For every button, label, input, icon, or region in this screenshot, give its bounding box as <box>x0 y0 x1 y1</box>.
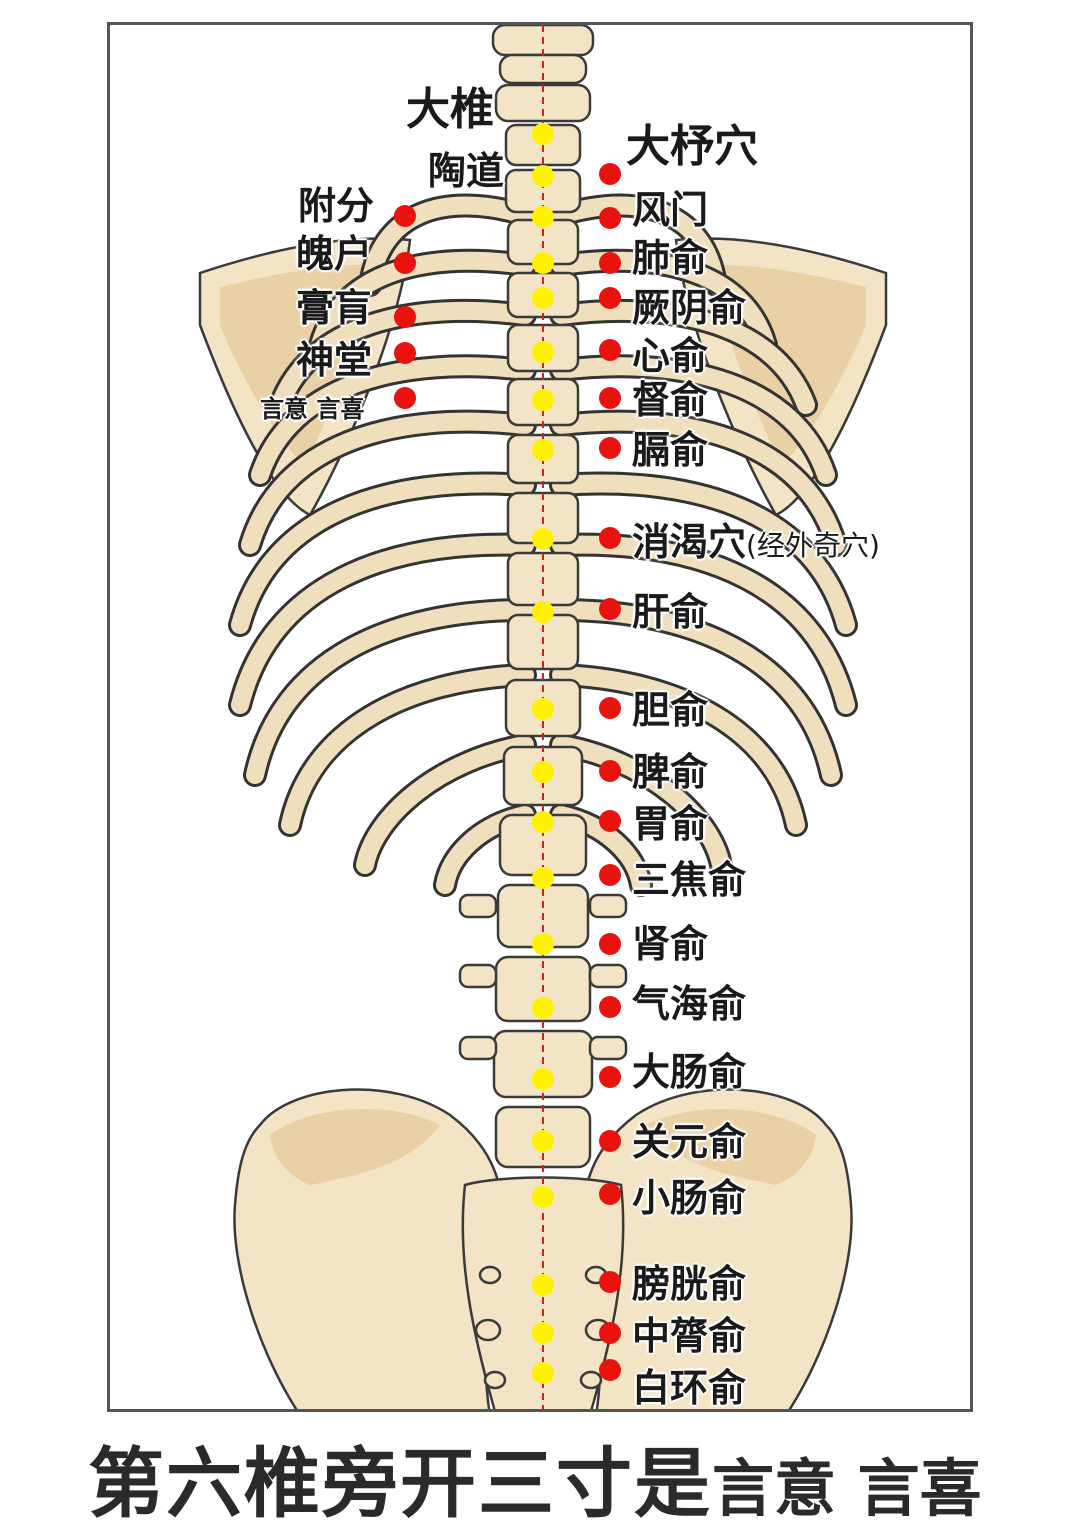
label-dazhu: 大杼穴 <box>626 121 758 172</box>
spine-point[interactable] <box>532 206 554 228</box>
label-fengmen: 风门 <box>632 188 709 232</box>
point-pangguangshu[interactable] <box>599 1271 621 1293</box>
label-danshu: 胆俞 <box>632 688 709 732</box>
label-feishu: 肺俞 <box>632 236 709 280</box>
label-zhonglvshu: 中膂俞 <box>632 1314 747 1358</box>
point-zhonglvshu[interactable] <box>599 1322 621 1344</box>
label-xiaoke-name: 消渴穴 <box>632 520 747 564</box>
point-ganshu[interactable] <box>599 598 621 620</box>
label-ganshu: 肝俞 <box>632 590 709 634</box>
label-taodao: 陶道 <box>428 149 505 193</box>
spine-point[interactable] <box>532 933 554 955</box>
spine-point[interactable] <box>532 252 554 274</box>
point-xinshu[interactable] <box>599 339 621 361</box>
point-pishu[interactable] <box>599 760 621 782</box>
point-geshu[interactable] <box>599 437 621 459</box>
spine-point[interactable] <box>532 439 554 461</box>
label-yixi: 言意 言喜 <box>260 395 365 423</box>
spine-point[interactable] <box>532 287 554 309</box>
label-shenshu: 肾俞 <box>632 922 709 966</box>
spine-point[interactable] <box>532 601 554 623</box>
spine-point[interactable] <box>532 811 554 833</box>
spine-point[interactable] <box>532 341 554 363</box>
skeleton-illustration: .bone { fill:#f3e4c6; stroke:#3a3a3a; st… <box>198 25 888 1409</box>
point-qihaishu[interactable] <box>599 996 621 1018</box>
spine-point[interactable] <box>532 165 554 187</box>
point-guanyuanshu[interactable] <box>599 1130 621 1152</box>
label-pishu: 脾俞 <box>632 750 709 794</box>
spine-point[interactable] <box>532 123 554 145</box>
label-xiaoke: 消渴穴(经外奇穴) <box>632 523 880 561</box>
diagram-frame: .bone { fill:#f3e4c6; stroke:#3a3a3a; st… <box>107 22 973 1412</box>
point-yixi[interactable] <box>394 387 416 409</box>
ribcage <box>228 193 858 897</box>
label-dushu: 督俞 <box>632 378 709 422</box>
point-shenshu[interactable] <box>599 933 621 955</box>
point-fufen[interactable] <box>394 205 416 227</box>
spine-point[interactable] <box>532 997 554 1019</box>
label-pangguangshu: 膀胱俞 <box>632 1262 747 1306</box>
spine-point[interactable] <box>532 1274 554 1296</box>
point-gaohuang[interactable] <box>394 306 416 328</box>
label-dachangshu: 大肠俞 <box>632 1050 747 1094</box>
point-baihuanshu[interactable] <box>599 1359 621 1381</box>
spine-point[interactable] <box>532 698 554 720</box>
point-dachangshu[interactable] <box>599 1066 621 1088</box>
label-xiaoke-note: (经外奇穴) <box>746 529 880 562</box>
label-dazhui: 大椎 <box>406 84 494 135</box>
point-fengmen[interactable] <box>599 207 621 229</box>
label-gaohuang: 膏肓 <box>296 286 373 330</box>
caption: 第六椎旁开三寸是言意 言喜 <box>88 1422 982 1528</box>
label-geshu: 膈俞 <box>632 428 709 472</box>
spine-point[interactable] <box>532 1322 554 1344</box>
spine-point[interactable] <box>532 528 554 550</box>
point-feishu[interactable] <box>599 252 621 274</box>
label-guanyuanshu: 关元俞 <box>632 1120 747 1164</box>
point-dushu[interactable] <box>599 387 621 409</box>
spine-point[interactable] <box>532 1068 554 1090</box>
label-fufen: 附分 <box>298 184 375 228</box>
label-xiaochangshu: 小肠俞 <box>632 1176 747 1220</box>
point-dazhu[interactable] <box>599 163 621 185</box>
label-shentang: 神堂 <box>296 338 373 382</box>
label-qihaishu: 气海俞 <box>632 982 747 1026</box>
spine-point[interactable] <box>532 761 554 783</box>
point-weishu[interactable] <box>599 810 621 832</box>
point-jueyinshu[interactable] <box>599 287 621 309</box>
point-shentang[interactable] <box>394 342 416 364</box>
caption-main: 第六椎旁开三寸是 <box>88 1439 712 1528</box>
label-pohu: 魄户 <box>296 232 373 276</box>
label-jueyinshu: 厥阴俞 <box>632 286 747 330</box>
label-xinshu: 心俞 <box>632 334 709 378</box>
label-baihuanshu: 白环俞 <box>632 1366 747 1410</box>
point-sanjiaoshu[interactable] <box>599 864 621 886</box>
spine-point[interactable] <box>532 1186 554 1208</box>
point-pohu[interactable] <box>394 252 416 274</box>
label-weishu: 胃俞 <box>632 802 709 846</box>
caption-sub: 言意 言喜 <box>712 1452 982 1525</box>
spine-point[interactable] <box>532 1130 554 1152</box>
point-xiaochangshu[interactable] <box>599 1183 621 1205</box>
spine-point[interactable] <box>532 1362 554 1384</box>
spine-point[interactable] <box>532 867 554 889</box>
point-danshu[interactable] <box>599 697 621 719</box>
label-sanjiaoshu: 三焦俞 <box>632 858 747 902</box>
spine-point[interactable] <box>532 389 554 411</box>
point-xiaoke[interactable] <box>599 527 621 549</box>
